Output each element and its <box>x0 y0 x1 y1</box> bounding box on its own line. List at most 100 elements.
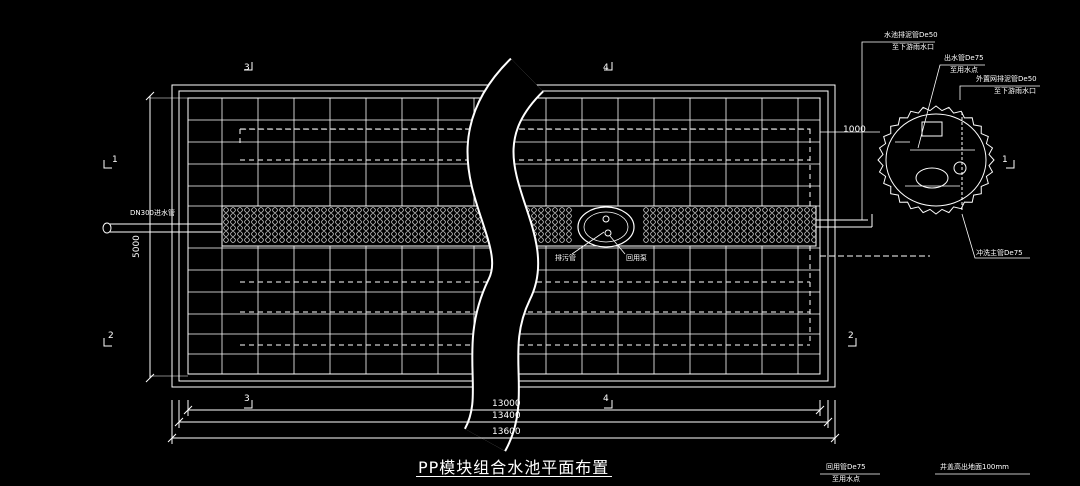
band-cell <box>783 237 789 243</box>
band-cell <box>384 213 390 219</box>
band-cell <box>552 225 558 231</box>
band-cell <box>223 213 229 219</box>
band-cell <box>706 237 712 243</box>
band-cell <box>706 207 712 213</box>
band-cell <box>412 213 418 219</box>
band-cell <box>664 213 670 219</box>
band-cell <box>755 219 761 225</box>
band-cell <box>447 213 453 219</box>
band-cell <box>671 213 677 219</box>
band-cell <box>692 231 698 237</box>
band-cell <box>713 213 719 219</box>
band-cell <box>230 207 236 213</box>
band-cell <box>279 225 285 231</box>
band-cell <box>237 213 243 219</box>
band-cell <box>377 225 383 231</box>
band-cell <box>370 219 376 225</box>
band-cell <box>650 219 656 225</box>
band-cell <box>363 219 369 225</box>
pump-icon-b <box>604 229 612 237</box>
callout-3-line-a: 外置网排泥管De50 <box>976 75 1037 83</box>
band-cell <box>650 207 656 213</box>
band-cell <box>790 207 796 213</box>
band-cell <box>391 231 397 237</box>
band-cell <box>783 213 789 219</box>
band-cell <box>244 225 250 231</box>
band-cell <box>664 219 670 225</box>
callout-4-label: 冲洗主管De75 <box>976 249 1023 257</box>
band-cell <box>293 213 299 219</box>
band-cell <box>797 237 803 243</box>
band-cell <box>699 213 705 219</box>
callout-2-line-a: 出水管De75 <box>944 54 984 62</box>
band-cell <box>300 207 306 213</box>
band-cell <box>223 219 229 225</box>
band-cell <box>783 219 789 225</box>
inlet-pipe-label: DN300进水管 <box>130 209 175 217</box>
band-cell <box>664 237 670 243</box>
band-cell <box>657 213 663 219</box>
band-cell <box>272 225 278 231</box>
band-cell <box>377 231 383 237</box>
band-cell <box>685 207 691 213</box>
band-cell <box>692 237 698 243</box>
band-cell <box>797 207 803 213</box>
band-cell <box>419 219 425 225</box>
band-cell <box>748 225 754 231</box>
band-cell <box>314 231 320 237</box>
band-cell <box>713 237 719 243</box>
band-cell <box>349 219 355 225</box>
band-cell <box>741 237 747 243</box>
band-cell <box>335 213 341 219</box>
band-cell <box>769 225 775 231</box>
band-cell <box>454 207 460 213</box>
band-cell <box>741 213 747 219</box>
section-mark-top-left: 3 <box>244 63 250 73</box>
band-cell <box>748 207 754 213</box>
band-cell <box>755 207 761 213</box>
band-cell <box>328 237 334 243</box>
band-cell <box>538 237 544 243</box>
band-cell <box>804 231 810 237</box>
band-cell <box>293 237 299 243</box>
band-cell <box>545 225 551 231</box>
band-cell <box>419 213 425 219</box>
band-cell <box>349 237 355 243</box>
band-cell <box>342 213 348 219</box>
band-cell <box>328 213 334 219</box>
band-cell <box>783 231 789 237</box>
band-cell <box>244 213 250 219</box>
band-cell <box>405 237 411 243</box>
band-cell <box>286 207 292 213</box>
band-cell <box>454 213 460 219</box>
band-cell <box>293 231 299 237</box>
band-cell <box>720 231 726 237</box>
band-cell <box>237 231 243 237</box>
band-cell <box>314 225 320 231</box>
band-cell <box>321 225 327 231</box>
band-cell <box>790 219 796 225</box>
band-cell <box>440 237 446 243</box>
section-brackets <box>103 62 1015 409</box>
leader-drain <box>571 231 605 255</box>
band-cell <box>377 237 383 243</box>
band-cell <box>468 207 474 213</box>
band-cell <box>461 237 467 243</box>
band-cell <box>356 207 362 213</box>
band-cell <box>657 219 663 225</box>
band-cell <box>433 213 439 219</box>
band-cell <box>223 207 229 213</box>
band-cell <box>804 213 810 219</box>
band-cell <box>650 225 656 231</box>
band-cell <box>258 231 264 237</box>
band-cell <box>307 225 313 231</box>
band-cell <box>419 237 425 243</box>
band-cell <box>377 213 383 219</box>
band-cell <box>664 207 670 213</box>
band-cell <box>426 213 432 219</box>
band-cell <box>468 237 474 243</box>
band-cell <box>685 213 691 219</box>
band-cell <box>454 237 460 243</box>
band-cell <box>272 207 278 213</box>
band-cell <box>762 237 768 243</box>
